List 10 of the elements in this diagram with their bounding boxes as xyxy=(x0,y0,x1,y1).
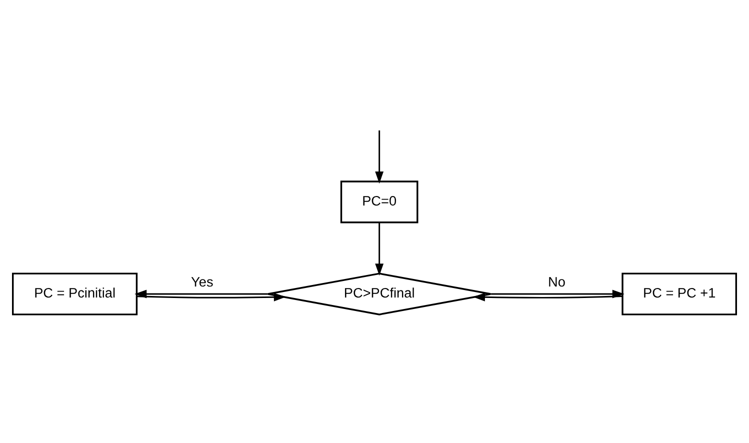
arrow xyxy=(375,222,384,276)
node-box: PC = PC +1 xyxy=(622,272,737,315)
node-box: PC = Pcinitial xyxy=(12,272,138,315)
node-box: PC=0 xyxy=(340,180,418,223)
arrow xyxy=(375,130,384,184)
arrow xyxy=(472,292,622,301)
arrow xyxy=(136,292,286,301)
edge-label: No xyxy=(548,274,566,290)
edge-label: Yes xyxy=(191,274,214,290)
node-diamond: PC>PCfinal xyxy=(267,272,492,315)
